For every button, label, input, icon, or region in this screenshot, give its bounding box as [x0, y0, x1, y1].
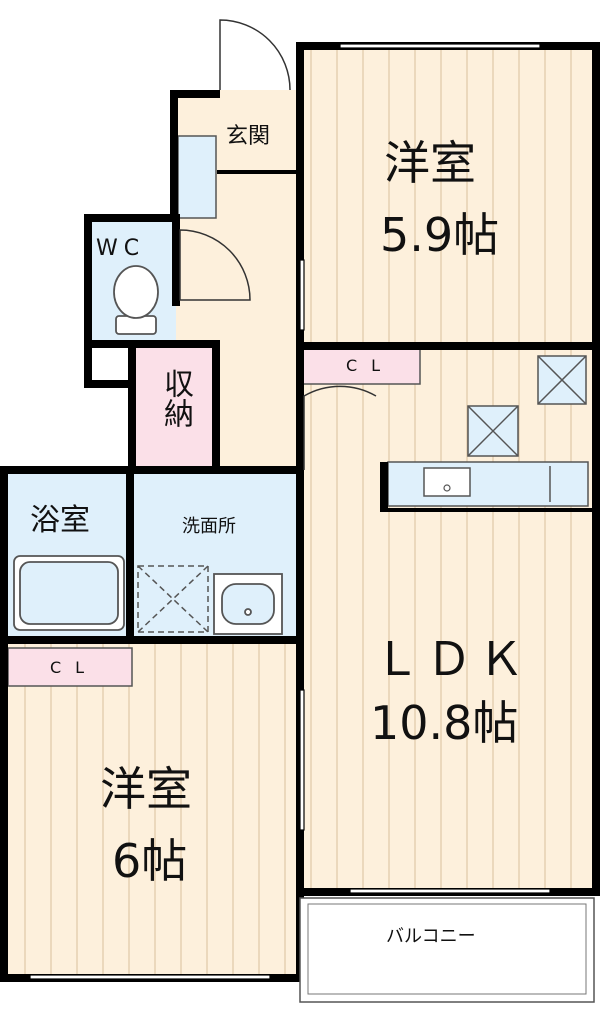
balcony-label: バルコニー	[386, 926, 476, 947]
bedroom-bottom-size: 6帖	[112, 834, 188, 888]
storage-floor	[134, 346, 216, 470]
kitchen-sink	[423, 467, 471, 497]
balcony	[299, 897, 595, 1003]
washing-machine-pan-icon	[137, 565, 209, 633]
toilet-icon	[113, 265, 159, 335]
bath-label: 浴室	[30, 503, 90, 538]
bedroom-top-name: 洋室	[384, 136, 476, 190]
ldk-name: ＬＤＫ	[374, 632, 530, 686]
closet-bottom-label: CL	[50, 658, 99, 677]
closet-bottom-floor	[7, 647, 133, 687]
sink-drain	[443, 484, 451, 492]
windows	[29, 43, 551, 980]
wc-label: WC	[96, 236, 146, 261]
bedroom-top-size: 5.9帖	[380, 208, 500, 262]
ldk-floor	[300, 346, 594, 892]
entrance-floor	[217, 90, 300, 173]
kitchen-counter	[387, 461, 589, 507]
storage-label: 収納	[158, 368, 193, 428]
washroom-label: 洗面所	[182, 516, 236, 537]
wash-basin-icon	[213, 573, 283, 635]
bedroom-bottom-floor	[8, 640, 300, 974]
range-hood-icon	[467, 355, 587, 457]
bedroom-top-floor	[300, 48, 594, 346]
bedroom-bottom-name: 洋室	[100, 762, 192, 816]
entrance-label: 玄関	[226, 124, 271, 149]
closet-top-label: CL	[346, 356, 395, 375]
shoe-cabinet	[177, 135, 217, 219]
bathtub-icon	[13, 555, 125, 631]
doors	[179, 19, 377, 470]
ldk-size: 10.8帖	[370, 696, 519, 750]
